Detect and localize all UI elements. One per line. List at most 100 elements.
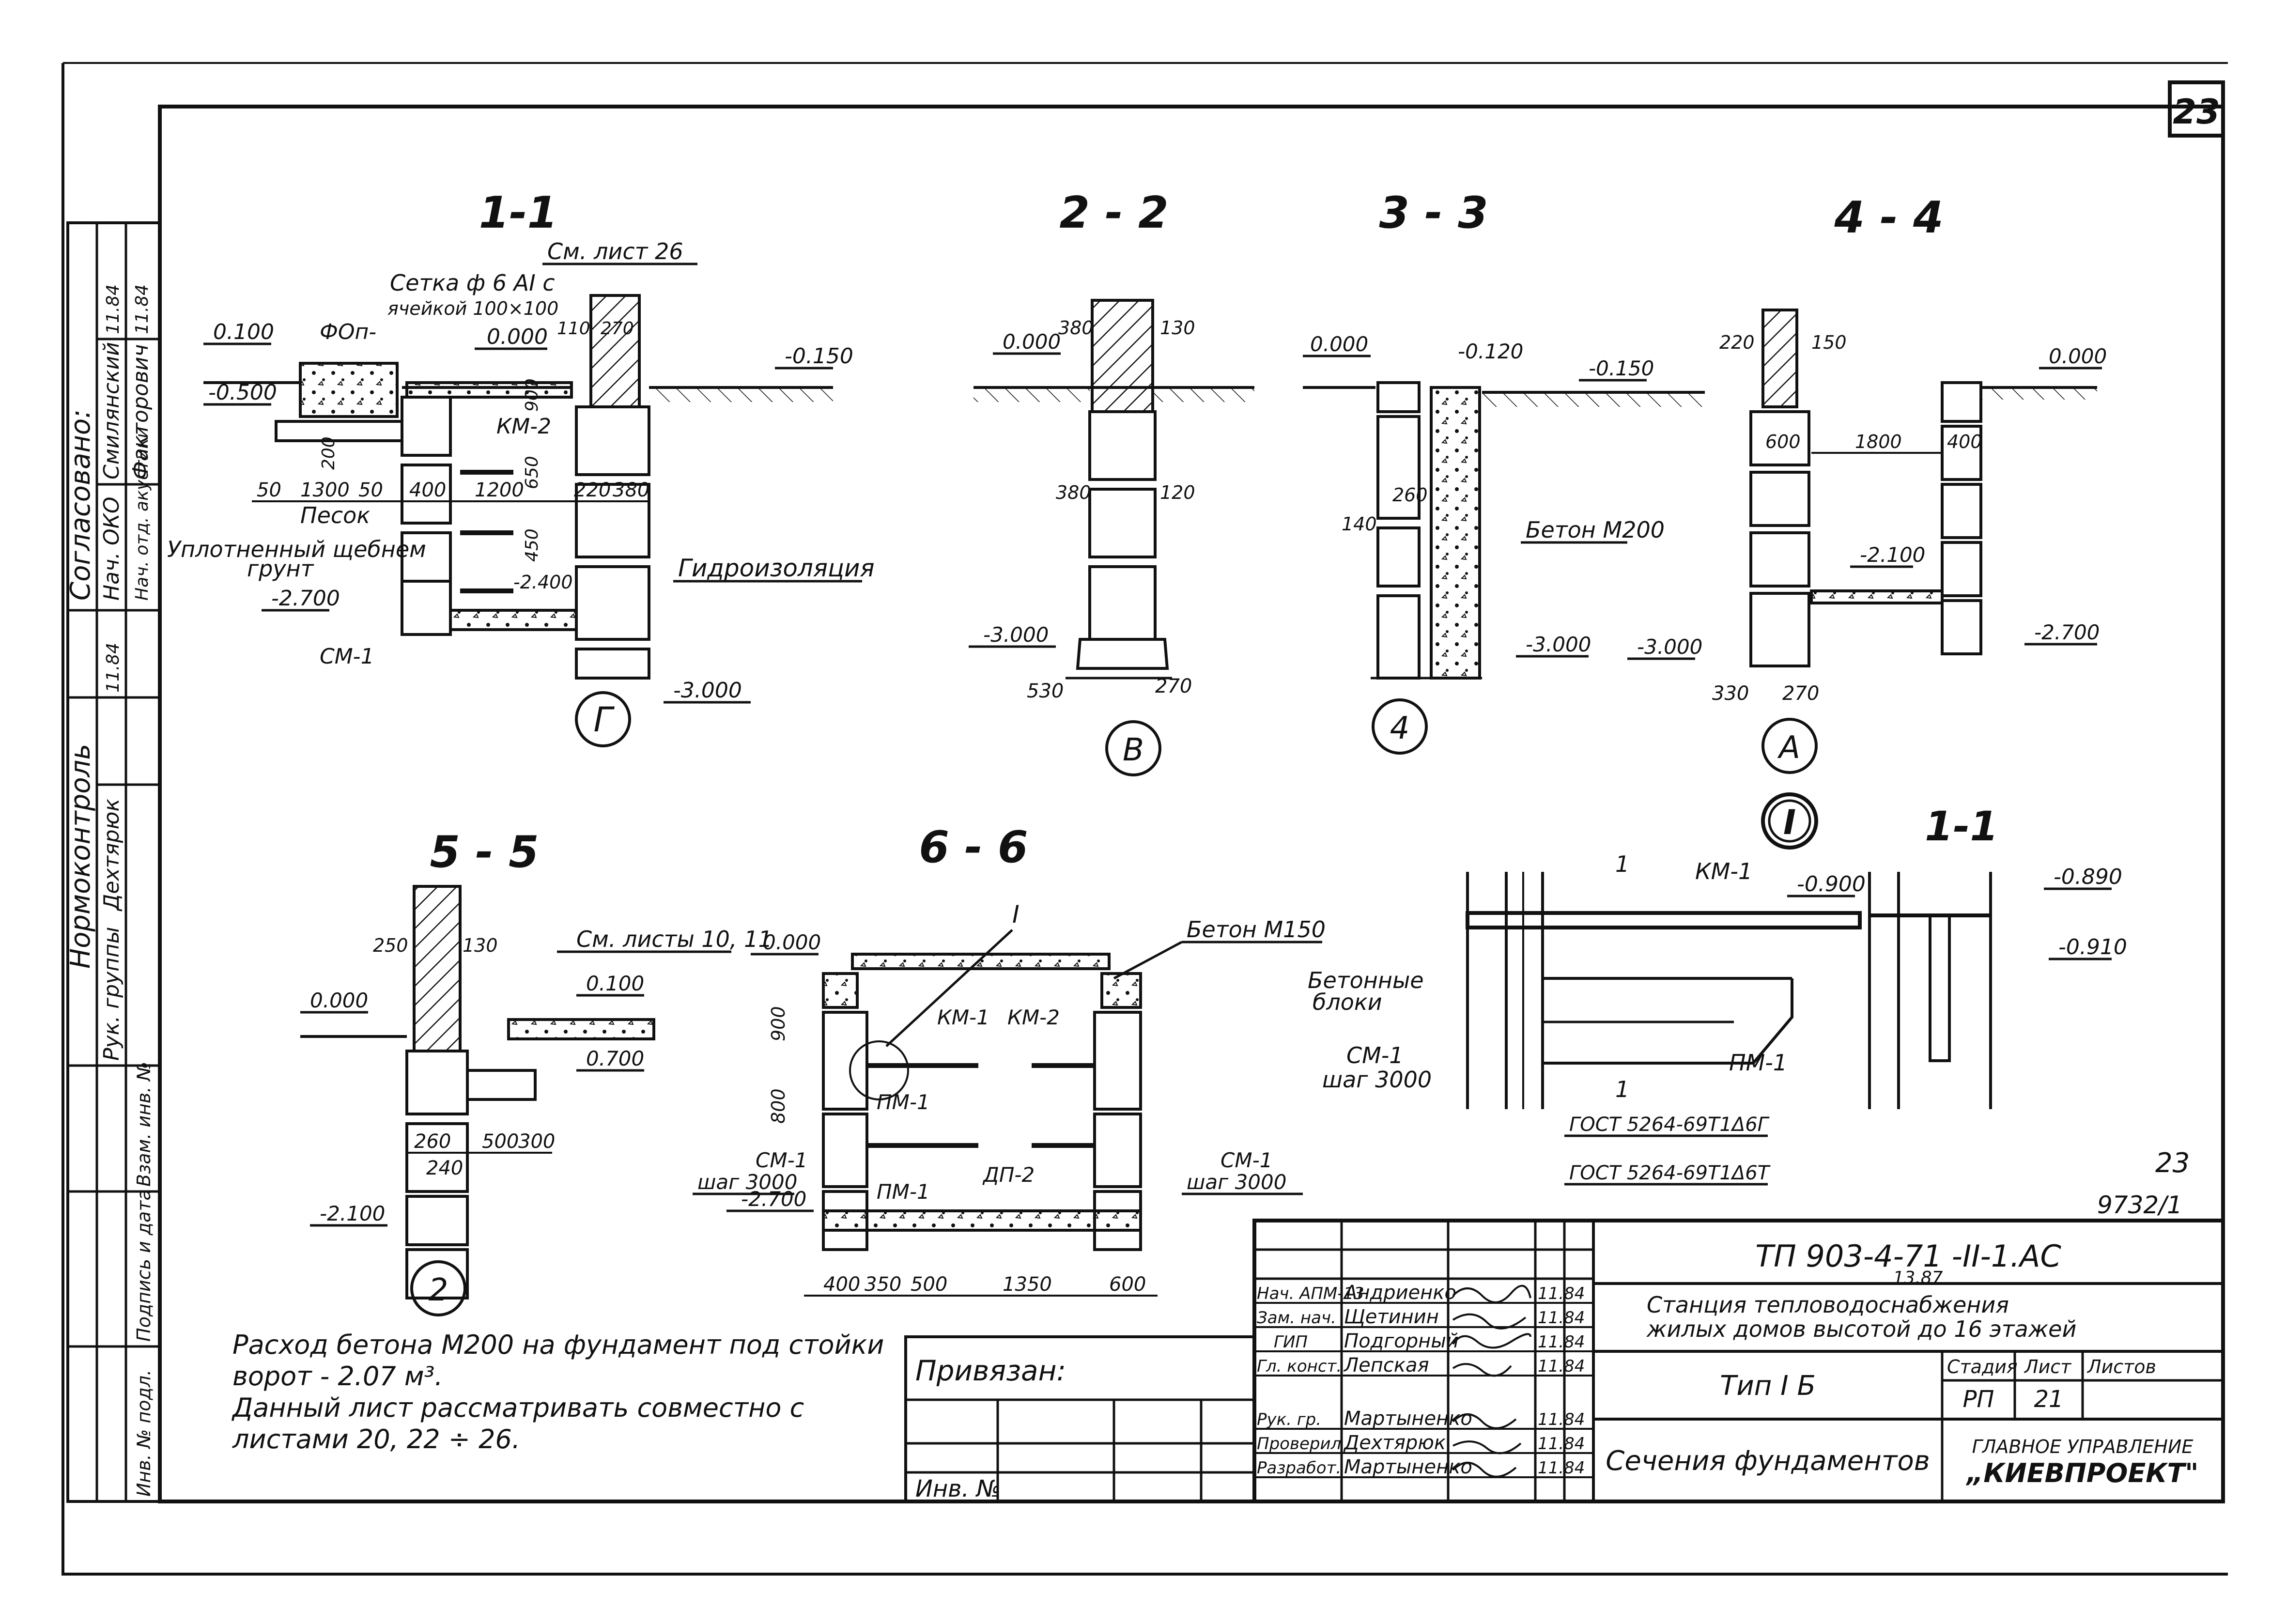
signatures-2-name-label: Подгорный (1344, 1330, 1459, 1352)
sections-s33-lvl-m3000a-label: -3.000 (1526, 633, 1591, 656)
signatures-1-role-label: Зам. нач. (1257, 1308, 1336, 1328)
inv-podl-label: Инв. № подл. (133, 1370, 154, 1497)
signatures-4-role-label: Рук. гр. (1257, 1410, 1321, 1429)
sections-s44-axis-label: А (1777, 730, 1800, 766)
sections-s11-fon-label: ФОп- (320, 320, 376, 344)
sections-nodeI-title-label: I (1783, 803, 1796, 842)
sections-s33-axis-label: 4 (1390, 711, 1410, 746)
sheet-stage-header-label: Стадия (1947, 1356, 2018, 1377)
signatures-4-name-label: Мартыненко (1344, 1407, 1472, 1430)
sheet-sheet-no-label: 21 (2034, 1386, 2063, 1413)
sections-nodeI-gost1-label: ГОСТ 5264-69Т1Δ6Г (1569, 1114, 1770, 1136)
node-I-detail: 1-1 КМ-1 1 1 Бетонные блоки СМ-1 шаг 300… (1308, 803, 2190, 1219)
faktorovich-label: Факторович (128, 344, 153, 479)
sections-s66-pm1b-label: ПМ-1 (877, 1180, 930, 1204)
sections-s11-d110-label: 110 (557, 319, 590, 339)
sections-nodeI-cm1-label: СМ-1 (1346, 1042, 1404, 1068)
signatures-5-name-label: Дехтярюк (1343, 1432, 1446, 1454)
sections-s22-axis-label: В (1123, 732, 1144, 768)
sections-s11-d50a-label: 50 (257, 479, 281, 501)
sections-nodeI-cut-label: 1 (1615, 851, 1629, 877)
sections-s66-d900-label: 900 (768, 1006, 789, 1041)
sections-s55-d250-label: 250 (373, 935, 408, 956)
sections-s66-step-left-label: шаг 3000 (697, 1170, 797, 1194)
sections-s44-title-label: 4 - 4 (1834, 192, 1943, 243)
sections-s22-d130-label: 130 (1160, 317, 1195, 339)
sections-s11-cm1-label: СМ-1 (320, 644, 374, 669)
sections-s66-d400-label: 400 (823, 1273, 860, 1296)
date-2: 11.84 (132, 284, 152, 334)
sections-s22-d270-label: 270 (1155, 675, 1192, 697)
sections-nodeI-cut-label: 1 (1615, 1076, 1629, 1102)
notes-line2-label: ворот - 2.07 м³. (232, 1361, 443, 1392)
signatures-1-date-label: 11.84 (1538, 1308, 1585, 1328)
sections-s66-step-right-label: шаг 3000 (1187, 1170, 1286, 1194)
vzam-label: Взам. инв. № (133, 1062, 154, 1187)
nach-oko-label: Нач. ОКО (99, 496, 124, 601)
sections-s66-d1350-label: 1350 (1003, 1273, 1052, 1296)
section-3-3: 3 - 3 0.000 -0.120 -0.150 -3.000 -3.000 … (1303, 187, 1705, 755)
smilyanskiy-label: Смилянский (99, 342, 124, 479)
sections-nodeI-step-label: шаг 3000 (1322, 1067, 1432, 1093)
normokontrol-label: Нормоконтроль (65, 744, 96, 969)
nach-otd-label: Нач. отд. акустики (132, 427, 152, 601)
soglasovano-label: Согласовано: (65, 409, 96, 601)
signatures-3-name-label: Лепская (1343, 1354, 1429, 1377)
signatures-3-date-label: 11.84 (1538, 1357, 1585, 1376)
sections-s11-lvl-m3000-label: -3.000 (673, 678, 742, 703)
sections-s11-d200-label: 200 (319, 436, 339, 470)
date-3: 11.84 (103, 643, 123, 693)
signatures-4-date-label: 11.84 (1538, 1410, 1585, 1429)
sections-s55-lvl-0700-label: 0.700 (586, 1047, 644, 1070)
sections-s11-d450-label: 450 (522, 528, 542, 562)
signatures-1-name-label: Щетинин (1344, 1306, 1439, 1328)
sheet-stage-label: РП (1962, 1386, 1994, 1413)
sections-s11-gravel-label: Уплотненный щебнем (167, 536, 426, 562)
sections-s11-lvl-0000-label: 0.000 (487, 325, 548, 349)
sheet-type-label: Тип I Б (1720, 1370, 1816, 1402)
sections-s11-lvl-m0500-label: -0.500 (208, 380, 277, 405)
sections-s66-d500-label: 500 (911, 1273, 947, 1296)
sections-s33-lvl-m0120-label: -0.120 (1458, 340, 1523, 363)
sections-s55-lvl-m2100-label: -2.100 (320, 1202, 385, 1225)
sections-nodeI-lvl-m0900-label: -0.900 (1797, 872, 1866, 897)
sections-s44-d600-label: 600 (1765, 431, 1801, 452)
sections-s11-d220-label: 220 (574, 479, 611, 501)
section-1-1: 1-1 0.100 -0.500 0.000 (167, 187, 875, 747)
sections-s55-d300-label: 300 (518, 1130, 555, 1153)
signatures-2-date-label: 11.84 (1538, 1332, 1585, 1352)
sheet-drawing-name-label: Сечения фундаментов (1606, 1445, 1930, 1477)
section-2-2: 2 - 2 0.000 -3.000 380 130 380 120 530 2… (969, 187, 1254, 776)
sections-s11-lvl-m2400-label: -2.400 (513, 572, 573, 593)
sections-s66-d350-label: 350 (865, 1273, 901, 1296)
sections-s44-lvl-m2700-label: -2.700 (2034, 620, 2100, 644)
sections-s66-d800-label: 800 (768, 1088, 789, 1124)
sections-s44-d270-label: 270 (1782, 682, 1819, 705)
sheet-org1-label: ГЛАВНОЕ УПРАВЛЕНИЕ (1972, 1436, 2194, 1457)
signatures-0-date-label: 11.84 (1538, 1284, 1585, 1303)
date-1: 11.84 (103, 284, 123, 334)
signatures-5-role-label: Проверил (1257, 1434, 1341, 1454)
sections-s11-d1300-label: 1300 (300, 479, 350, 501)
section-4-4: 4 - 4 0.000 -2.100 -2.700 220 150 600 18… (1712, 192, 2107, 850)
sheet-sheets-header-label: Листов (2086, 1356, 2156, 1377)
signatures-6-role-label: Разработ. (1257, 1458, 1341, 1478)
sections-s55-d130-label: 130 (463, 935, 498, 956)
sections-s33-lvl-m0150-label: -0.150 (1589, 356, 1654, 380)
title-block: Нач. АПМ-13 Андриенко 11.84 Зам. нач. Ще… (1252, 1219, 2225, 1503)
sections-s55-title-label: 5 - 5 (430, 827, 539, 878)
sections-s11-mesh1-label: Сетка ф 6 АI с (390, 270, 555, 296)
sections-s11b-lvl-m0910-label: -0.910 (2058, 935, 2127, 959)
notes-line3-label: Данный лист рассматривать совместно с (232, 1392, 804, 1423)
sections-s55-d240-label: 240 (426, 1157, 463, 1179)
sections-s44-d400-label: 400 (1947, 431, 1982, 452)
signatures-5-date-label: 11.84 (1538, 1434, 1585, 1454)
sections-s11-d50b-label: 50 (358, 479, 383, 501)
sections-s44-d1800-label: 1800 (1855, 431, 1902, 452)
section-title: 1-1 (479, 187, 558, 238)
sections-s33-lvl-m3000b-label: -3.000 (1637, 635, 1702, 659)
sections-s55-lvl-0000-label: 0.000 (310, 989, 368, 1012)
sections-s66-dp2-label: ДП-2 (982, 1163, 1035, 1187)
sections-s66-node-label: I (1012, 900, 1020, 928)
